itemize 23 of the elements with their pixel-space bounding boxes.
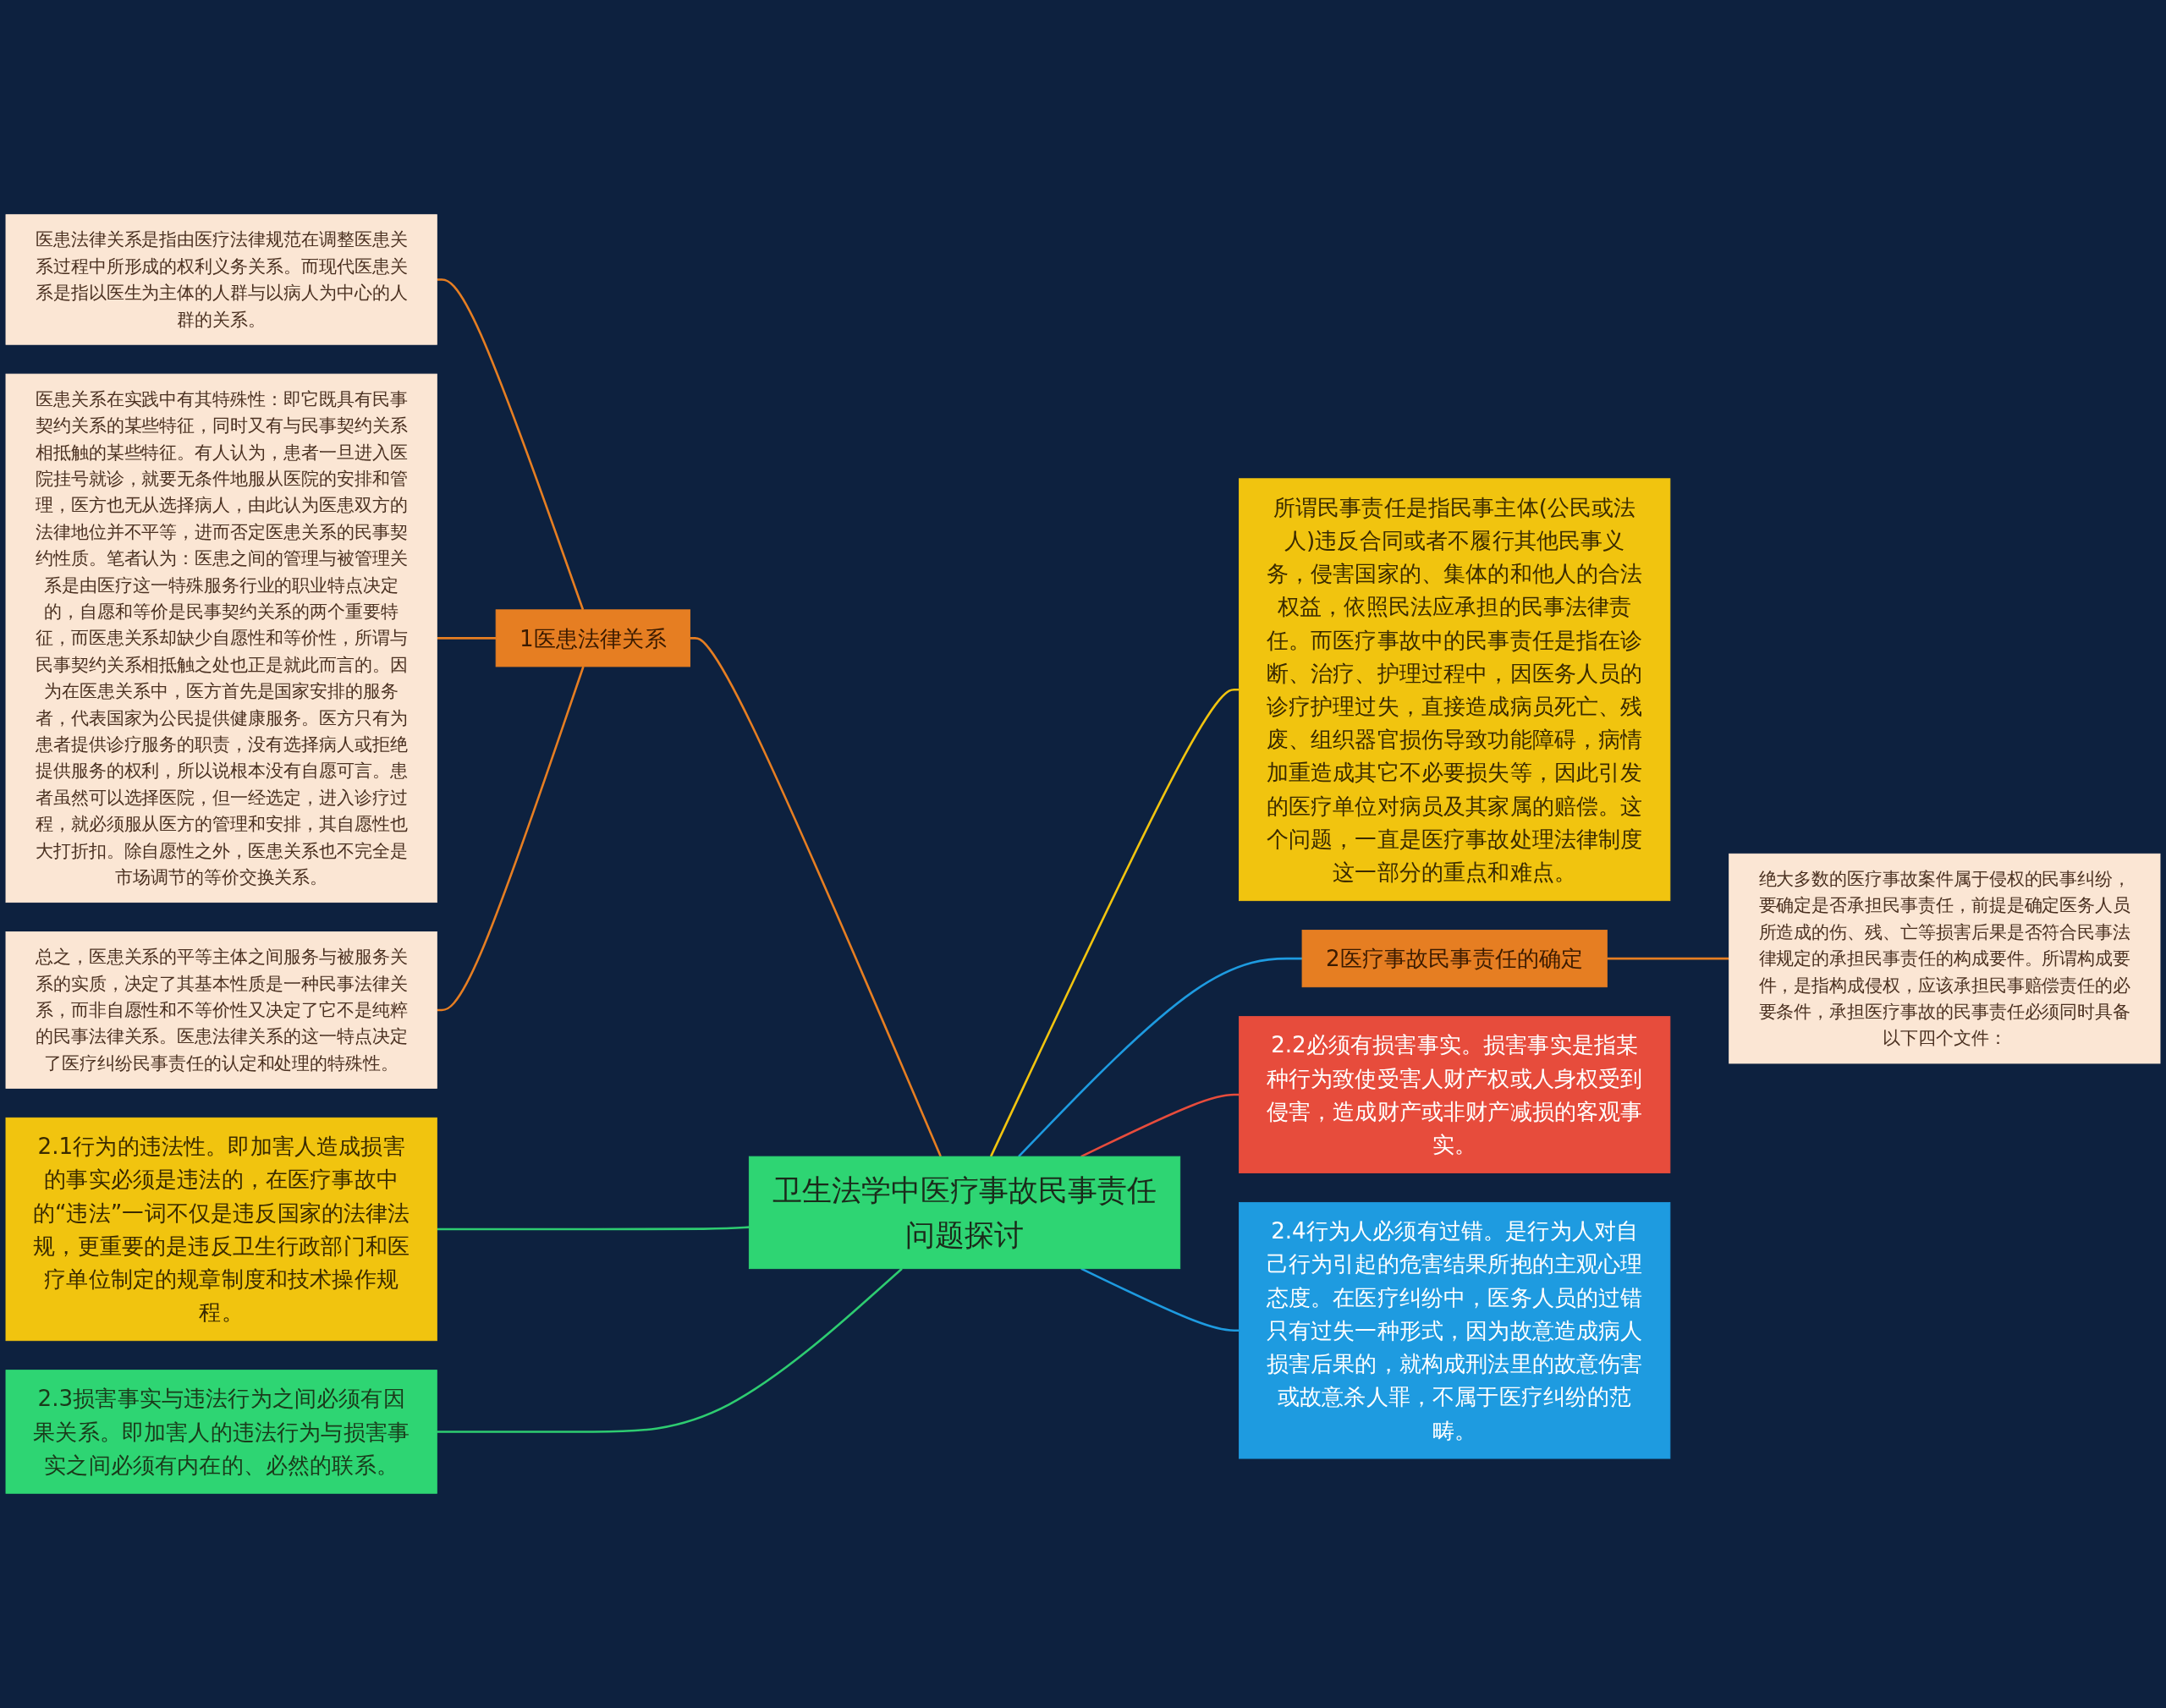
- connector: [437, 1226, 750, 1231]
- node-box: 2.1行为的违法性。即加害人造成损害的事实必须是违法的，在医疗事故中的“违法”一词不仅是违反国家的法律法规，更重要的是违反卫生行政部门和医疗单位制定的规章制度和技术操作规程。: [5, 1117, 437, 1342]
- node-box: 卫生法学中医疗事故民事责任问题探讨: [748, 1156, 1181, 1270]
- connector: [989, 688, 1240, 1157]
- connector: [1080, 1267, 1240, 1332]
- connector: [437, 1267, 903, 1433]
- connector: [437, 637, 497, 640]
- node-box: 医患法律关系是指由医疗法律规范在调整医患关系过程中所形成的权利义务关系。而现代医患关系是指以医生为主体的人群与以病人为中心的人群的关系。: [5, 214, 437, 345]
- connector: [1018, 957, 1303, 1157]
- connector: [1080, 1093, 1240, 1158]
- connector: [1607, 957, 1729, 960]
- connector: [437, 666, 585, 1012]
- connector: [690, 637, 942, 1157]
- node-box: 医患关系在实践中有其特殊性：即它既具有民事契约关系的某些特征，同时又有与民事契约关系相抵触的某些特征。有人认为，患者一旦进入医院挂号就诊，就要无条件地服从医院的安排和管理，医方也无从选择病人，由此认为医患双方的法律地位并不平等，进而否定医患关系的民事契约性质。笔者认为：医患之间的管理与被管理关系是由医疗这一特殊服务行业的职业特点决定的，自愿和等价是民事契约关系的两个重要特征，而医患关系却缺少自愿性和等价性，所谓与民事契约关系相抵触之处也正是就此而言的。因为在医患关系中，医方首先是国家安排的服务者，代表国家为公民提供健康服务。医方只有为患者提供诊疗服务的职责，没有选择病人或拒绝提供服务的权利，所以说根本没有自愿可言。患者虽然可以选择医院，但一经选定，进入诊疗过程，就必须服从医方的管理和安排，其自愿性也大打折扣。除自愿性之外，医患关系也不完全是市场调节的等价交换关系。: [5, 373, 437, 903]
- node-box: 2.4行为人必须有过错。是行为人对自己行为引起的危害结果所抱的主观心理态度。在医疗纠纷中，医务人员的过错只有过失一种形式，因为故意造成病人损害后果的，就构成刑法里的故意伤害或故意杀人罪，不属于医疗纠纷的范畴。: [1239, 1201, 1671, 1459]
- connector: [437, 278, 585, 611]
- node-box: 2医疗事故民事责任的确定: [1301, 930, 1608, 988]
- node-box: 1医患法律关系: [495, 609, 691, 667]
- node-box: 2.3损害事实与违法行为之间必须有因果关系。即加害人的违法行为与损害事实之间必须有内在的、必然的联系。: [5, 1370, 437, 1494]
- node-box: 2.2必须有损害事实。损害事实是指某种行为致使受害人财产权或人身权受到侵害，造成财产或非财产减损的客观事实。: [1239, 1016, 1671, 1173]
- node-box: 所谓民事责任是指民事主体(公民或法人)违反合同或者不履行其他民事义务，侵害国家的、集体的和他人的合法权益，依照民法应承担的民事法律责任。而医疗事故中的民事责任是指在诊断、治疗、护理过程中，因医务人员的诊疗护理过失，直接造成病员死亡、残废、组织器官损伤导致功能障碍，病情加重造成其它不必要损失等，因此引发的医疗单位对病员及其家属的赔偿。这个问题，一直是医疗事故处理法律制度这一部分的重点和难点。: [1239, 478, 1671, 902]
- node-box: 总之，医患关系的平等主体之间服务与被服务关系的实质，决定了其基本性质是一种民事法律关系，而非自愿性和不等价性又决定了它不是纯粹的民事法律关系。医患法律关系的这一特点决定了医疗纠纷民事责任的认定和处理的特殊性。: [5, 931, 437, 1089]
- node-box: 绝大多数的医疗事故案件属于侵权的民事纠纷，要确定是否承担民事责任，前提是确定医务人员所造成的伤、残、亡等损害后果是否符合民事法律规定的承担民事责任的构成要件。所谓构成要件，是指构成侵权，应该承担民事赔偿责任的必要条件，承担医疗事故的民事责任必须同时具备以下四个文件：: [1729, 853, 2161, 1064]
